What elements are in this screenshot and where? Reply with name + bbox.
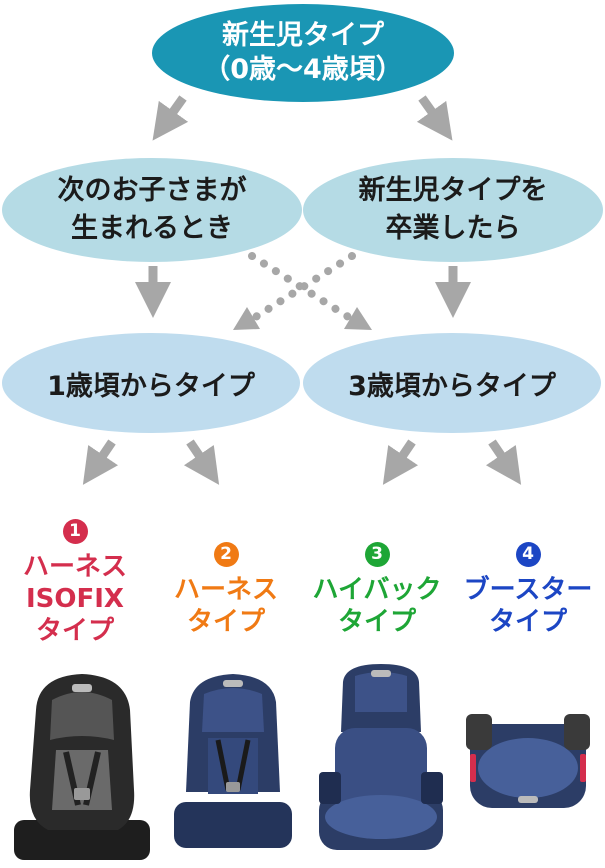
- product-4-line2: タイプ: [488, 607, 567, 637]
- next-child-line1: 次のお子さまが: [57, 175, 247, 206]
- product-4-line1: ブースター: [463, 575, 593, 605]
- product-3-label: 3 ハイバック タイプ: [306, 535, 448, 638]
- product-3-number: 3: [364, 542, 390, 567]
- graduate-line1: 新生児タイプを: [358, 175, 548, 206]
- product-4-number: 4: [515, 542, 541, 567]
- arrow-lowright-to-p4: [485, 439, 522, 485]
- age3-type-node: 3歳頃からタイプ: [303, 333, 601, 433]
- product-3-line1: ハイバック: [312, 575, 442, 605]
- graduate-line2: 卒業したら: [385, 213, 521, 244]
- product-3-line2: タイプ: [337, 607, 416, 637]
- age3-type-label: 3歳頃からタイプ: [348, 370, 556, 402]
- product-2-label: 2 ハーネス タイプ: [155, 535, 297, 638]
- harness-isofix-seat-image: [14, 674, 150, 860]
- product-2-line1: ハーネス: [173, 575, 278, 605]
- harness-seat-image: [174, 674, 292, 848]
- product-1-line2: ISOFIX: [26, 584, 124, 614]
- next-child-node: 次のお子さまが 生まれるとき: [2, 158, 302, 262]
- graduate-newborn-node: 新生児タイプを 卒業したら: [303, 158, 603, 262]
- arrow-lowleft-to-p1: [82, 439, 119, 485]
- product-1-line1: ハーネス: [22, 552, 127, 582]
- arrow-root-to-left: [152, 95, 189, 141]
- newborn-type-age: （0歳〜4歳頃）: [203, 54, 403, 85]
- booster-seat-image: [466, 714, 590, 808]
- arrow-lowleft-to-p2: [183, 439, 220, 485]
- product-1-line3: タイプ: [35, 616, 114, 646]
- product-1-label: 1 ハーネス ISOFIX タイプ: [4, 512, 146, 647]
- dotted-arrowhead-right: [344, 307, 372, 330]
- highback-seat-image: [319, 664, 443, 850]
- next-child-line2: 生まれるとき: [71, 213, 233, 244]
- dotted-arrow-right-to-left: [250, 252, 356, 322]
- newborn-type-node: 新生児タイプ （0歳〜4歳頃）: [152, 4, 454, 102]
- product-2-number: 2: [213, 542, 239, 567]
- dotted-arrowhead-left: [233, 307, 260, 330]
- product-4-label: 4 ブースター タイプ: [457, 535, 599, 638]
- product-2-line2: タイプ: [186, 607, 265, 637]
- product-1-number: 1: [62, 519, 88, 544]
- newborn-type-title: 新生児タイプ: [222, 20, 384, 51]
- age1-type-label: 1歳頃からタイプ: [47, 370, 255, 402]
- arrow-root-to-right: [416, 95, 453, 141]
- age1-type-node: 1歳頃からタイプ: [2, 333, 300, 433]
- arrow-lowright-to-p3: [382, 439, 419, 485]
